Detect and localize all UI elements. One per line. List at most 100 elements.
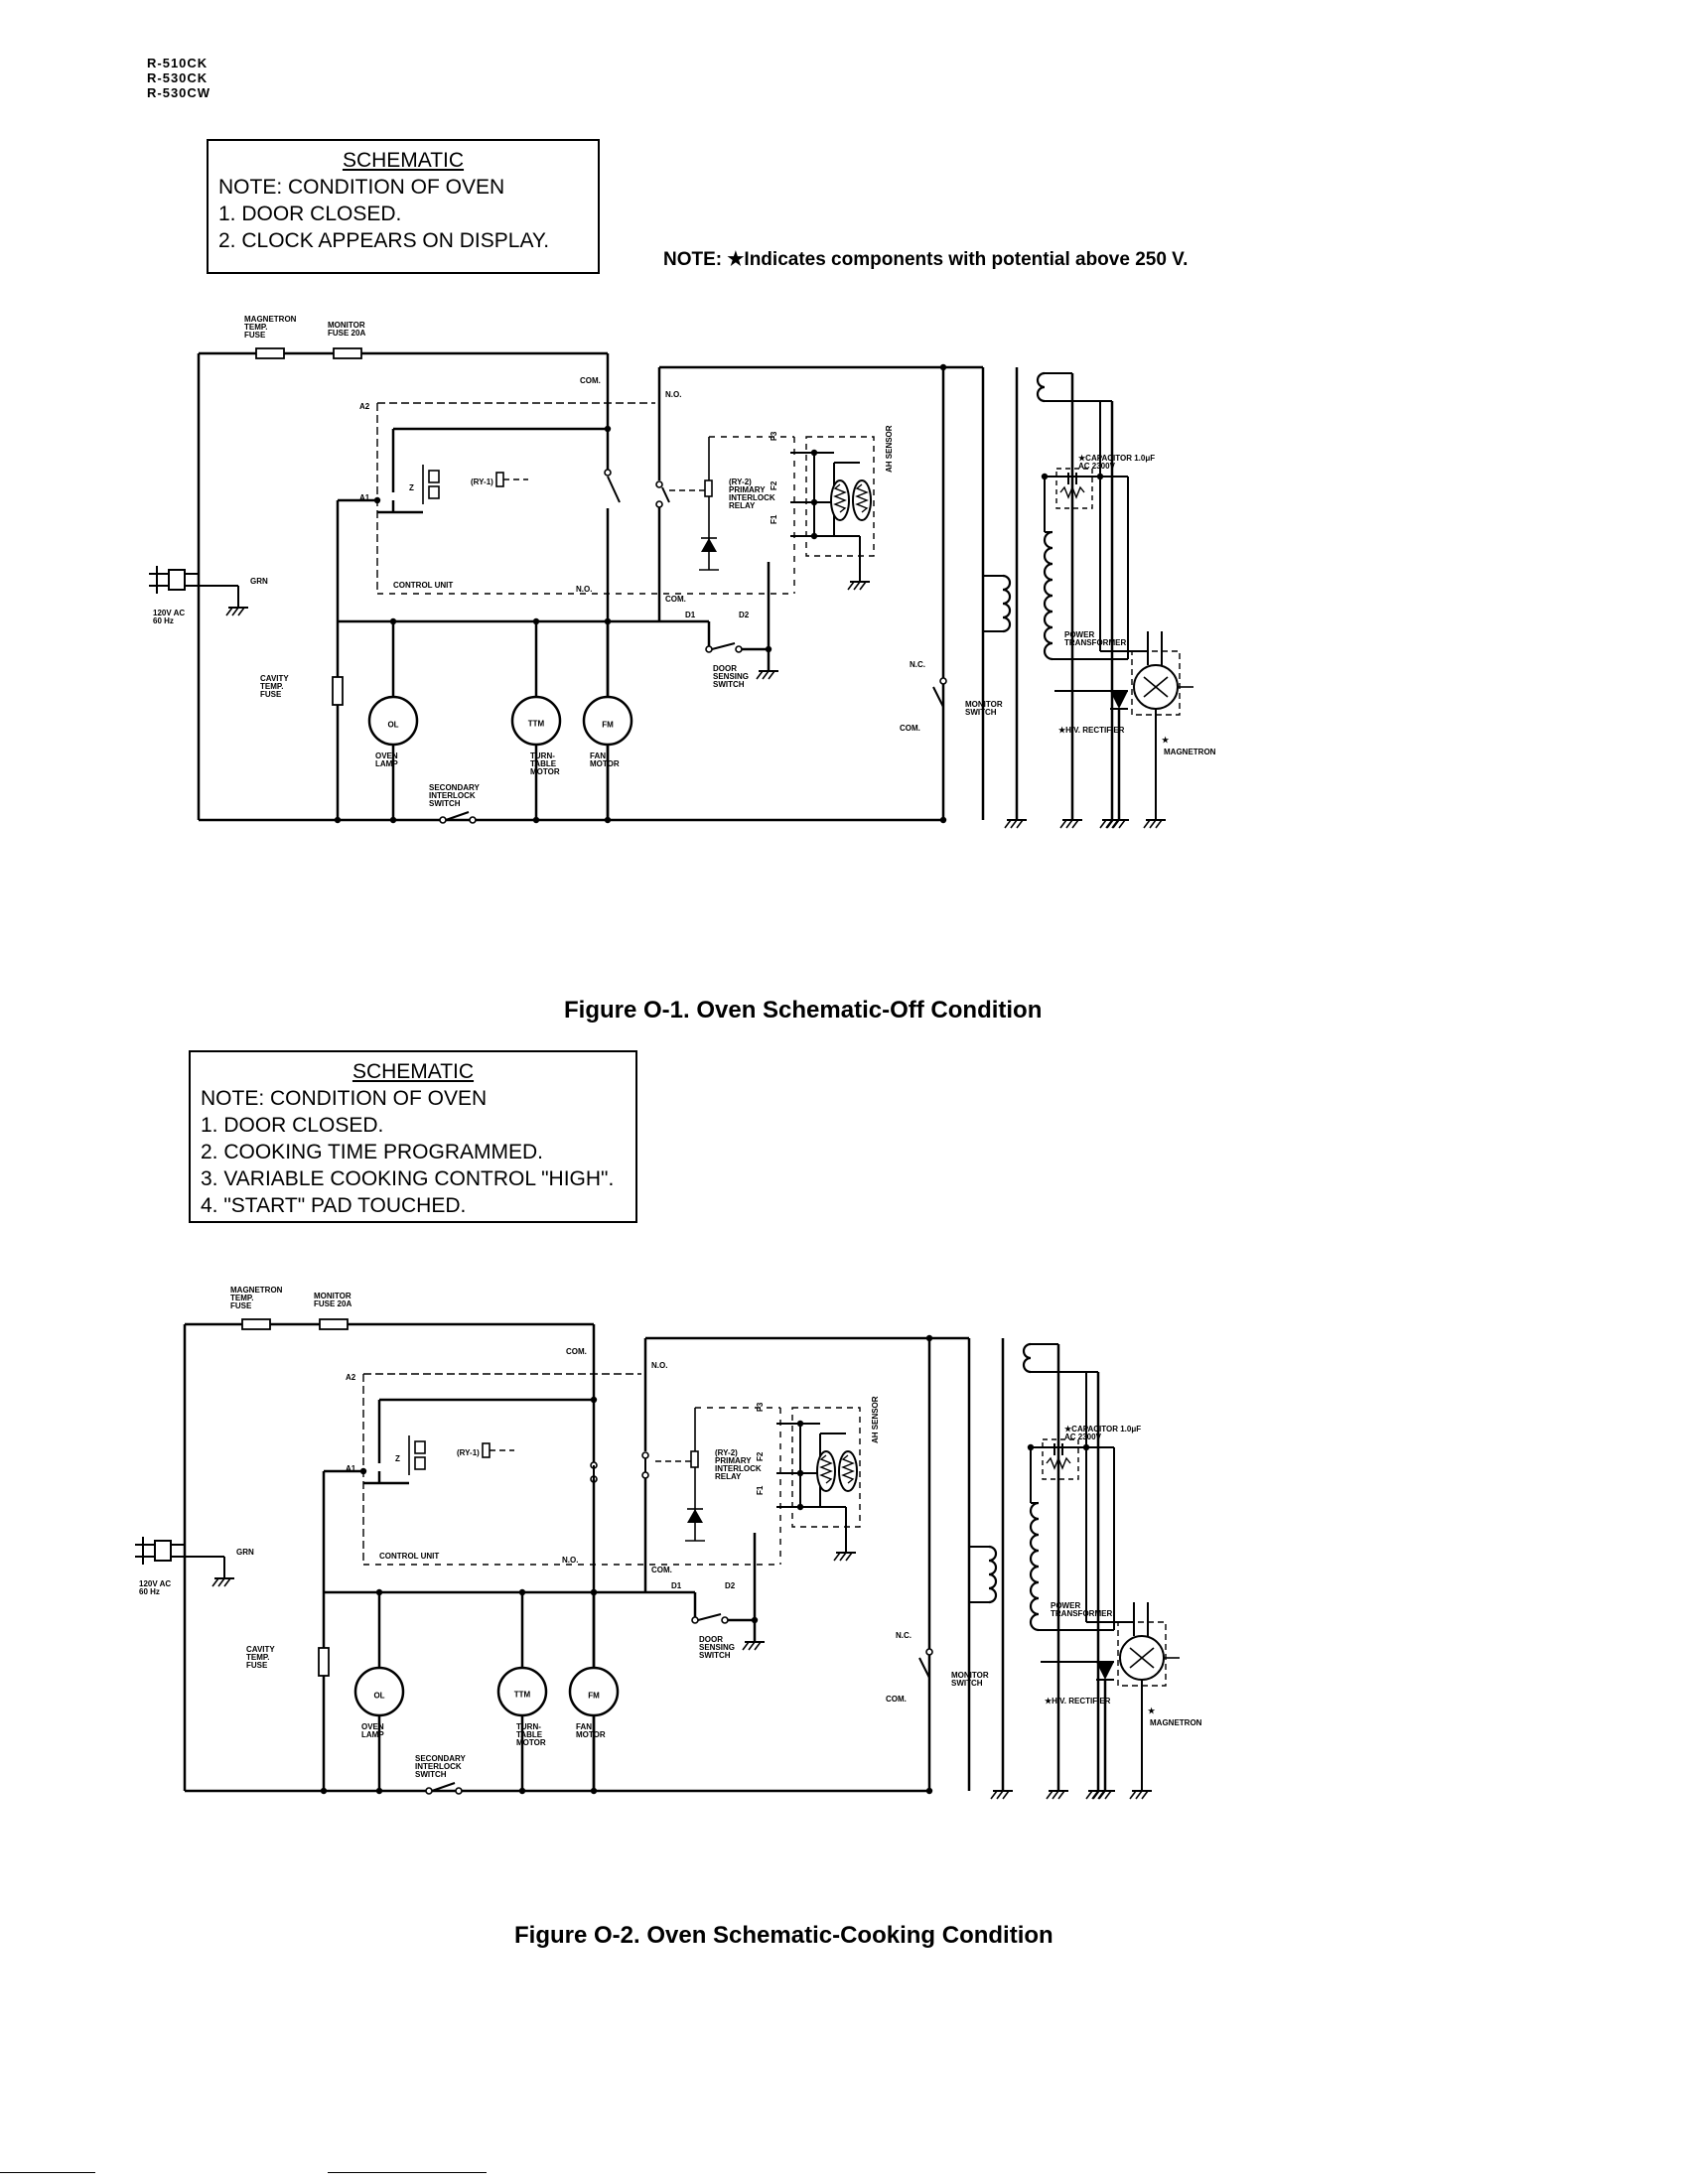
wire xyxy=(1118,819,1126,829)
turntable-motor-label: TURN- xyxy=(530,751,555,760)
wire xyxy=(217,1577,225,1587)
component-circle xyxy=(496,1666,548,1717)
cavity-temp-fuse-label: FUSE xyxy=(260,690,282,699)
control-unit-label: CONTROL UNIT xyxy=(393,581,453,590)
note-line: 1. DOOR CLOSED. xyxy=(201,1114,384,1137)
contact xyxy=(735,645,743,653)
connector-pin-label: F3 xyxy=(770,431,778,441)
door-sensing-switch-label: DOOR xyxy=(699,1635,723,1644)
wire xyxy=(1059,819,1067,829)
wire xyxy=(1141,1790,1149,1800)
component-circle xyxy=(568,1666,620,1717)
wire xyxy=(990,1790,998,1800)
supply-label: 120V AC xyxy=(153,609,185,617)
wire xyxy=(762,670,770,680)
fan-motor-label: MOTOR xyxy=(590,759,620,768)
relay-coil-symbol: Z xyxy=(409,483,414,492)
supply-label: 60 Hz xyxy=(153,616,174,625)
ry2-label: INTERLOCK xyxy=(715,1464,762,1473)
junction-dot xyxy=(334,816,342,824)
wire xyxy=(1104,1790,1112,1800)
fuse xyxy=(255,347,285,359)
turntable-motor-label: TURN- xyxy=(516,1722,541,1731)
magnetron-temp-fuse-label: MAGNETRON xyxy=(244,315,297,324)
ry1-relay xyxy=(482,1442,491,1458)
d1-label: D1 xyxy=(671,1581,682,1590)
magnetron-temp-fuse-label: MAGNETRON xyxy=(230,1286,283,1295)
relay-contact xyxy=(414,1440,426,1454)
wire xyxy=(742,1641,750,1651)
door-sensing-switch-label: DOOR xyxy=(713,664,737,673)
contact xyxy=(455,1787,463,1795)
wire xyxy=(1016,819,1024,829)
capacitor-label: ★CAPACITOR 1.0μF xyxy=(1078,454,1155,463)
relay-coil-symbol: Z xyxy=(395,1454,400,1463)
model-line: R-510CK xyxy=(147,56,209,70)
contact xyxy=(641,1451,649,1459)
fan-motor-label: FAN xyxy=(576,1722,592,1731)
a1-label: A1 xyxy=(346,1464,356,1473)
wire xyxy=(225,607,233,616)
contact xyxy=(655,480,663,488)
coil xyxy=(1043,530,1053,661)
capacitor-label: ★CAPACITOR 1.0μF xyxy=(1064,1425,1141,1433)
component-label: OL xyxy=(373,1691,384,1700)
cavity-temp-fuse-label: CAVITY xyxy=(260,674,289,683)
monitor-switch-label: MONITOR xyxy=(951,1671,989,1680)
coil xyxy=(1036,371,1046,403)
hv-rectifier-label: ★H.V. RECTIFIER xyxy=(1058,726,1125,735)
relay-contact xyxy=(428,470,440,483)
component-label: OL xyxy=(387,720,398,729)
high-voltage-note: NOTE: ★Indicates components with potenti… xyxy=(663,249,1189,270)
wire xyxy=(768,670,775,680)
magnetron-temp-fuse-label: TEMP. xyxy=(244,323,267,332)
plug xyxy=(168,569,186,591)
oven-lamp-label: LAMP xyxy=(375,759,398,768)
com-label: COM. xyxy=(566,1347,587,1356)
turntable-motor-label: MOTOR xyxy=(530,767,560,776)
junction-dot xyxy=(359,1467,367,1475)
wire xyxy=(1046,1790,1053,1800)
coil xyxy=(1022,1342,1032,1374)
no-label: N.O. xyxy=(665,390,681,399)
fuse xyxy=(318,1647,330,1677)
wire xyxy=(932,686,944,708)
junction-dot xyxy=(590,1787,598,1795)
wire xyxy=(996,1790,1004,1800)
com-label: COM. xyxy=(580,376,601,385)
no-label: N.O. xyxy=(651,1361,667,1370)
cavity-temp-fuse-label: CAVITY xyxy=(246,1645,275,1654)
bleeder-resistor xyxy=(1059,485,1085,499)
junction-dot xyxy=(604,617,612,625)
figure-caption-2: Figure O-2. Oven Schematic-Cooking Condi… xyxy=(514,1922,1053,1949)
magnetron-label: MAGNETRON xyxy=(1164,748,1216,756)
d2-label: D2 xyxy=(739,611,750,619)
wire xyxy=(607,476,621,503)
a1-label: A1 xyxy=(359,493,370,502)
ah-sensor-box xyxy=(791,1407,861,1528)
component-label: FM xyxy=(588,1691,600,1700)
wire xyxy=(711,642,736,650)
wire xyxy=(1092,1790,1100,1800)
contact xyxy=(469,816,477,824)
note-title: SCHEMATIC xyxy=(351,1060,475,1083)
component-circle xyxy=(510,695,562,747)
contact xyxy=(691,1616,699,1624)
model-line: R-530CW xyxy=(147,85,211,100)
wire xyxy=(748,1641,756,1651)
door-sensing-switch-label: SENSING xyxy=(713,672,749,681)
footer-rule xyxy=(0,2172,95,2173)
junction-dot xyxy=(532,617,540,625)
hv-star: ★ xyxy=(1162,736,1170,745)
hv-star: ★ xyxy=(1148,1706,1156,1715)
fuse xyxy=(332,676,344,706)
junction-dot xyxy=(532,816,540,824)
wire xyxy=(223,1577,231,1587)
junction-dot xyxy=(373,496,381,504)
turntable-motor-label: TABLE xyxy=(530,759,557,768)
sensor-resistor xyxy=(841,1454,855,1484)
com-label: COM. xyxy=(900,724,920,733)
note-line: NOTE: CONDITION OF OVEN xyxy=(201,1087,488,1110)
connector-pin-label: F2 xyxy=(756,1451,765,1461)
